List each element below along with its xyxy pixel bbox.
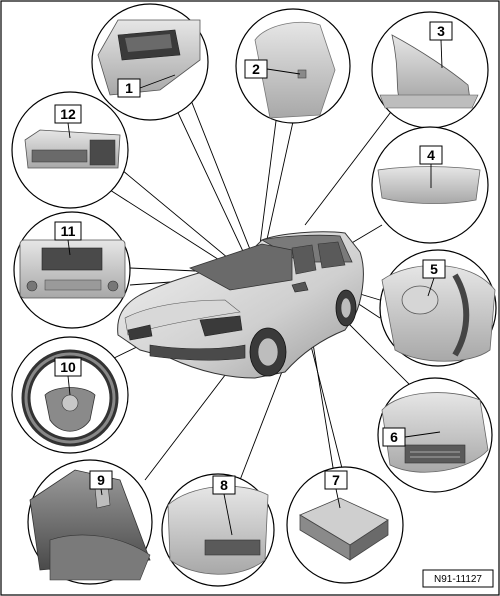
callout-8: 8 bbox=[212, 475, 236, 536]
detail-circle-3 bbox=[371, 11, 489, 129]
reference-code-text: N91-11127 bbox=[434, 574, 482, 585]
callout-9: 9 bbox=[89, 470, 113, 496]
callout-5: 5 bbox=[422, 259, 446, 297]
callout-6-text: 6 bbox=[390, 429, 398, 445]
detail-circle-9 bbox=[27, 459, 153, 585]
callout-4-text: 4 bbox=[427, 147, 435, 163]
callout-3-text: 3 bbox=[437, 23, 445, 39]
callout-12: 12 bbox=[54, 104, 82, 139]
callout-2: 2 bbox=[244, 59, 301, 79]
detail-circle-11 bbox=[13, 211, 131, 329]
detail-circle-1 bbox=[91, 3, 209, 121]
callout-8-text: 8 bbox=[220, 477, 228, 493]
callout-10-text: 10 bbox=[60, 359, 76, 375]
callout-11: 11 bbox=[54, 221, 82, 256]
detail-circle-6 bbox=[377, 377, 493, 493]
callout-9-text: 9 bbox=[97, 472, 105, 488]
car-illustration bbox=[117, 231, 364, 379]
callout-7: 7 bbox=[324, 470, 348, 509]
callout-3: 3 bbox=[429, 21, 453, 69]
callout-6: 6 bbox=[382, 427, 441, 447]
callout-12-text: 12 bbox=[60, 106, 76, 122]
callout-5-text: 5 bbox=[430, 261, 438, 277]
callout-1-text: 1 bbox=[125, 80, 133, 96]
callout-4: 4 bbox=[419, 145, 443, 188]
detail-circle-12 bbox=[11, 91, 129, 209]
detail-circle-8 bbox=[161, 473, 275, 587]
detail-circle-4 bbox=[371, 126, 489, 244]
callout-2-text: 2 bbox=[252, 61, 260, 77]
callout-11-text: 11 bbox=[61, 223, 76, 239]
detail-circle-2 bbox=[235, 8, 351, 124]
callout-10: 10 bbox=[54, 357, 82, 396]
callout-1: 1 bbox=[117, 74, 176, 98]
reference-code-box: N91-11127 bbox=[422, 569, 494, 588]
callout-labels: 1 2 3 4 5 6 7 bbox=[54, 21, 453, 536]
callout-7-text: 7 bbox=[332, 472, 340, 488]
detail-circle-7 bbox=[286, 466, 404, 584]
